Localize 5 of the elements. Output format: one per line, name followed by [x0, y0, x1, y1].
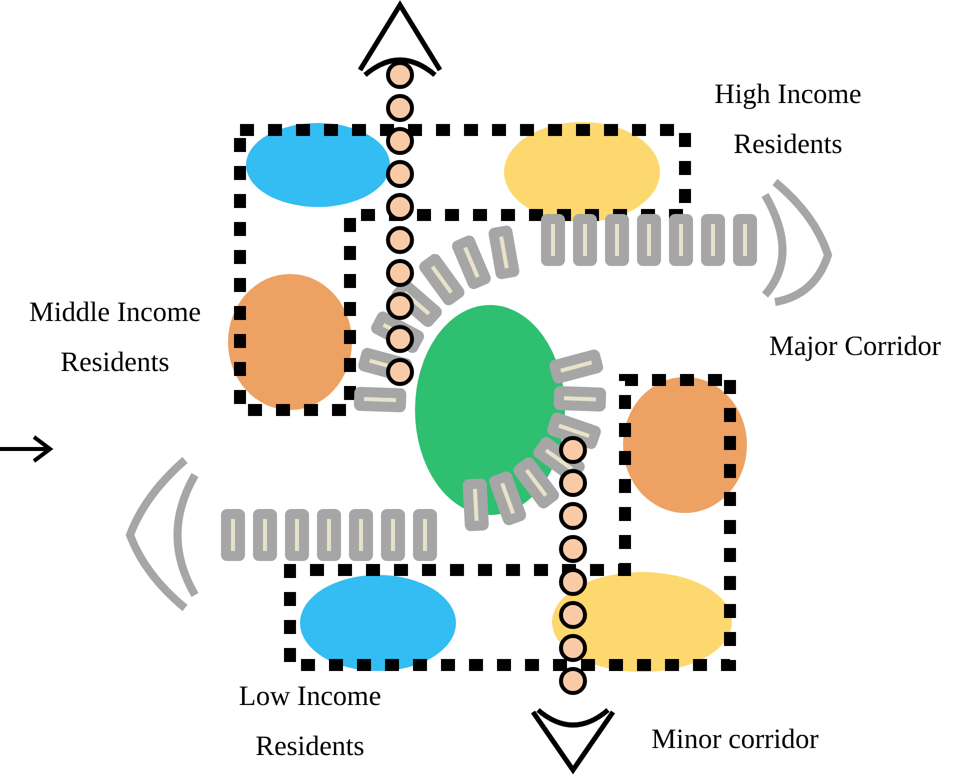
zone-label: High Income Residents [714, 78, 862, 162]
zone-label: Low Income Residents [238, 680, 382, 764]
zone-label: Major Corridor [768, 330, 942, 364]
zone-label: Minor corridor [650, 723, 820, 757]
zone-label: Middle Income Residents [28, 296, 202, 380]
